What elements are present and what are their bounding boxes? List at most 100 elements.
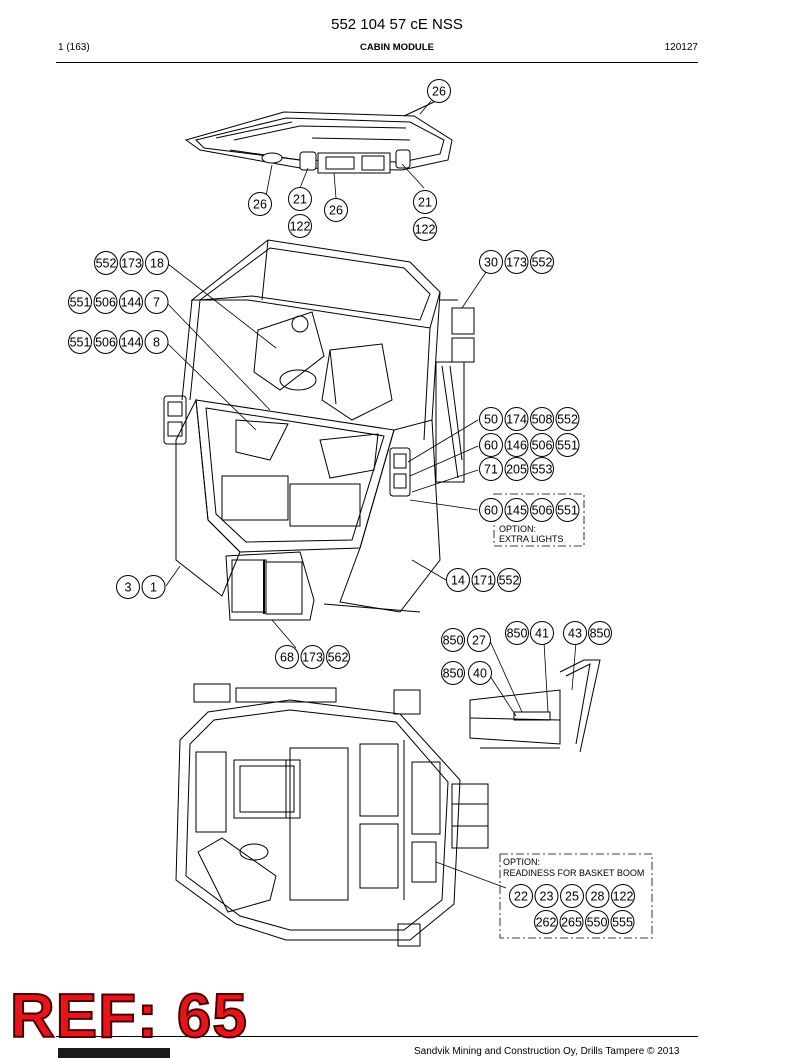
callout-number: 551 xyxy=(70,336,91,350)
callout-bubble: 171 xyxy=(471,568,496,592)
callout-circle xyxy=(504,457,529,481)
callout-circle xyxy=(509,884,533,908)
callout-circle xyxy=(479,250,503,274)
document-title: 552 104 57 cE NSS xyxy=(331,16,463,33)
callout-circle xyxy=(530,433,554,457)
basket-boom-option-box xyxy=(499,853,653,939)
callout-bubble: 506 xyxy=(93,290,118,314)
callout-number: 506 xyxy=(532,439,553,453)
callout-circle xyxy=(248,192,272,216)
callout-circle xyxy=(93,290,118,314)
callout-bubble: 173 xyxy=(504,250,529,274)
callout-bubble: 173 xyxy=(300,645,325,669)
callout-number: 25 xyxy=(565,890,579,904)
callout-bubble: 551 xyxy=(68,330,92,354)
callout-number: 144 xyxy=(121,296,142,310)
callout-number: 22 xyxy=(514,890,528,904)
callout-bubble: 68 xyxy=(275,645,299,669)
callout-circle xyxy=(585,884,610,908)
callout-number: 173 xyxy=(506,256,527,270)
callout-circle xyxy=(288,214,312,238)
callout-bubble: 145 xyxy=(504,498,529,522)
callout-number: 205 xyxy=(506,463,527,477)
callout-number: 552 xyxy=(96,257,117,271)
callout-bubble: 551 xyxy=(555,498,580,522)
callout-bubble: 850 xyxy=(441,628,465,652)
callout-circle xyxy=(300,645,325,669)
callout-bubble: 555 xyxy=(610,910,635,934)
callout-circle xyxy=(468,661,492,685)
callout-number: 28 xyxy=(591,890,605,904)
callout-bubble: 41 xyxy=(530,621,554,645)
callout-number: 26 xyxy=(329,204,343,218)
callout-number: 144 xyxy=(121,336,142,350)
callout-circle xyxy=(530,250,554,274)
callout-number: 173 xyxy=(121,257,142,271)
callout-number: 30 xyxy=(484,256,498,270)
callout-circle xyxy=(93,330,118,354)
callout-number: 555 xyxy=(612,916,633,930)
callout-number: 3 xyxy=(125,581,132,595)
callout-bubble: 265 xyxy=(559,910,584,934)
callout-bubble: 71 xyxy=(479,457,503,481)
callout-number: 23 xyxy=(540,890,554,904)
callout-bubble: 205 xyxy=(504,457,529,481)
callout-number: 174 xyxy=(506,413,527,427)
callout-circle xyxy=(427,79,451,103)
callout-circle xyxy=(560,884,584,908)
callout-number: 551 xyxy=(557,504,578,518)
callout-circle xyxy=(530,457,554,481)
callout-circle xyxy=(497,568,521,592)
callout-circle xyxy=(504,433,529,457)
callout-bubble: 50 xyxy=(479,407,503,431)
callout-circle xyxy=(555,498,580,522)
callout-circle xyxy=(94,251,118,275)
callout-number: 508 xyxy=(532,413,553,427)
basket-option-label: OPTION: xyxy=(503,857,540,867)
callout-bubble: 27 xyxy=(467,628,491,652)
callout-bubble: 144 xyxy=(119,290,143,314)
callout-bubble: 552 xyxy=(530,250,554,274)
callout-circle xyxy=(68,330,92,354)
callout-number: 21 xyxy=(293,193,307,207)
callout-bubble: 18 xyxy=(145,251,169,275)
callout-circle xyxy=(413,217,437,241)
callout-bubble: 30 xyxy=(479,250,503,274)
callout-number: 122 xyxy=(290,220,311,234)
callout-circle xyxy=(479,407,503,431)
callout-bubble: 173 xyxy=(119,251,144,275)
callout-number: 18 xyxy=(150,257,164,271)
cabin-top-view xyxy=(175,683,489,947)
callout-number: 71 xyxy=(484,463,498,477)
callout-circle xyxy=(479,433,503,457)
callout-circle xyxy=(441,661,465,685)
callout-circle xyxy=(413,190,437,214)
callout-number: 1 xyxy=(150,581,157,595)
callout-bubble: 22 xyxy=(509,884,533,908)
basket-option-name: READINESS FOR BASKET BOOM xyxy=(503,868,644,878)
callout-bubble: 553 xyxy=(530,457,554,481)
callout-bubble: 21 xyxy=(288,187,312,211)
callout-number: 553 xyxy=(532,463,553,477)
callout-circle xyxy=(504,250,529,274)
callout-number: 552 xyxy=(499,574,520,588)
callout-circle xyxy=(588,621,612,645)
callout-number: 50 xyxy=(484,413,498,427)
callout-circle xyxy=(441,628,465,652)
callout-bubble: 40 xyxy=(468,661,492,685)
callout-number: 122 xyxy=(415,223,436,237)
callout-bubble: 26 xyxy=(248,192,272,216)
callout-bubble: 3 xyxy=(116,575,140,599)
callout-number: 850 xyxy=(443,634,464,648)
callout-circle xyxy=(324,198,348,222)
callout-bubble: 506 xyxy=(530,498,554,522)
callout-number: 173 xyxy=(302,651,323,665)
callout-circle xyxy=(555,433,580,457)
callout-number: 14 xyxy=(451,574,465,588)
extra-lights-option-label: OPTION: xyxy=(499,524,536,534)
callout-number: 850 xyxy=(590,627,611,641)
callout-circle xyxy=(504,407,529,431)
footer-rule xyxy=(56,1036,698,1037)
callout-circle xyxy=(326,645,350,669)
